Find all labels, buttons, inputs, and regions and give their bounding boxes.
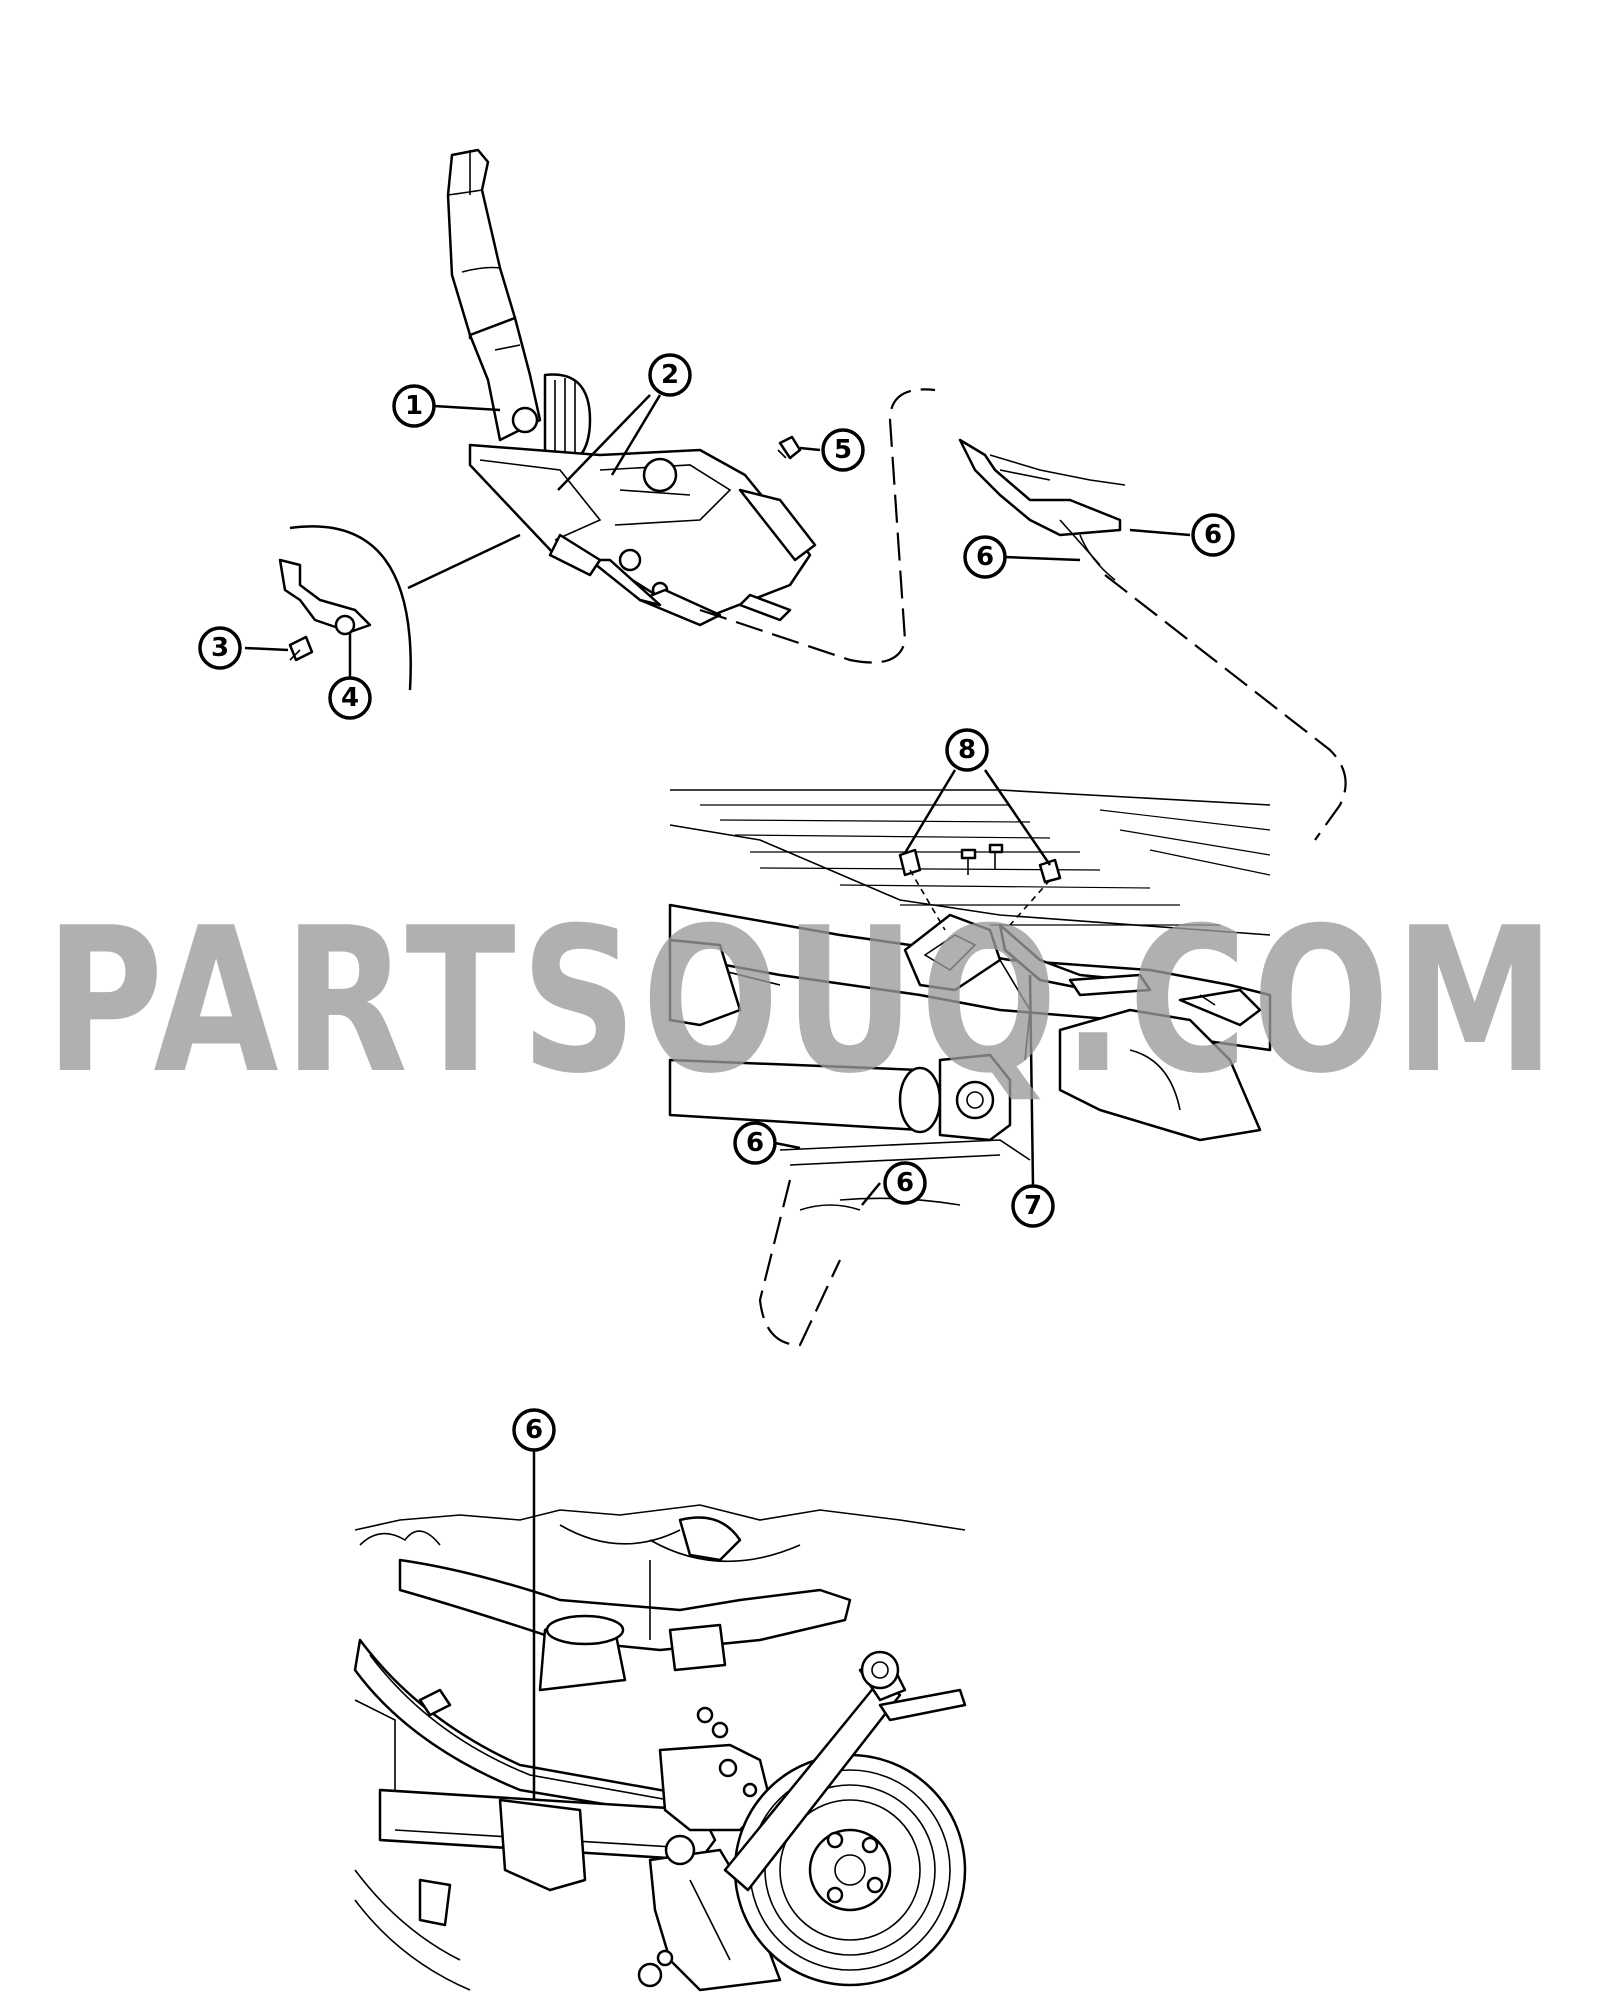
callout-7[interactable]: 7 <box>1011 1184 1055 1228</box>
callout-6-upper-left[interactable]: 6 <box>963 535 1007 579</box>
underbody-equalizer-view <box>668 789 1272 1347</box>
callout-2-label: 2 <box>661 360 679 390</box>
leader-lines <box>244 394 1191 1800</box>
callout-8-label: 8 <box>958 735 976 765</box>
callout-6-middle-right-label: 6 <box>896 1168 914 1198</box>
front-cable-path <box>699 388 1347 841</box>
callout-6-middle-right[interactable]: 6 <box>883 1161 927 1205</box>
callout-8[interactable]: 8 <box>945 728 989 772</box>
callout-5-label: 5 <box>834 435 852 465</box>
callout-6-upper-right[interactable]: 6 <box>1191 513 1235 557</box>
callout-6-upper-right-label: 6 <box>1204 520 1222 550</box>
callout-1-label: 1 <box>405 391 423 421</box>
watermark: PARTSOUQ.COM <box>45 885 1560 1118</box>
callout-6-middle-left[interactable]: 6 <box>733 1121 777 1165</box>
callout-6-bottom[interactable]: 6 <box>512 1408 556 1452</box>
callout-6-bottom-label: 6 <box>525 1415 543 1445</box>
callout-3[interactable]: 3 <box>198 626 242 670</box>
callout-7-label: 7 <box>1024 1191 1042 1221</box>
callout-4-label: 4 <box>341 683 359 713</box>
watermark-text: PARTSOUQ.COM <box>45 885 1560 1118</box>
callout-5[interactable]: 5 <box>821 428 865 472</box>
callout-4[interactable]: 4 <box>328 676 372 720</box>
callout-6-upper-left-label: 6 <box>976 542 994 572</box>
lever-detail-view <box>278 525 521 691</box>
callout-2[interactable]: 2 <box>648 353 692 397</box>
callout-6-middle-left-label: 6 <box>746 1128 764 1158</box>
cable-clip-part <box>777 435 802 460</box>
rear-axle-brake-view <box>353 1504 967 1992</box>
callout-1[interactable]: 1 <box>392 384 436 428</box>
callout-3-label: 3 <box>211 633 229 663</box>
parking-brake-lever-assembly <box>446 148 817 627</box>
